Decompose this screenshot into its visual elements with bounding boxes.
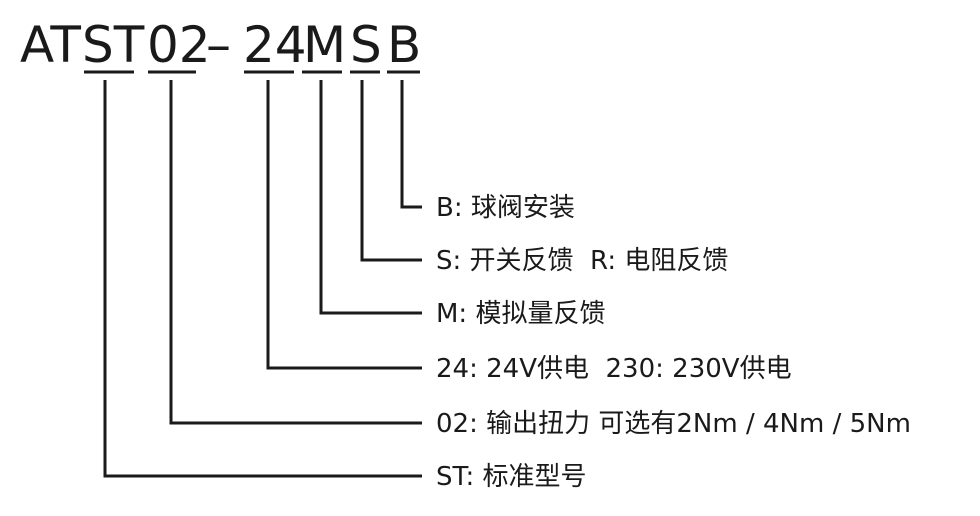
leader-voltage xyxy=(266,80,422,370)
code-segment-mounting: B xyxy=(387,16,421,74)
descriptions: B: 球阀安装 S: 开关反馈 R: 电阻反馈 M: 模拟量反馈 24: 24V… xyxy=(436,193,911,492)
description-mounting: B: 球阀安装 xyxy=(436,193,575,223)
model-code: AT ST 02 – 24 M S B xyxy=(20,16,421,74)
code-segment-series: ST xyxy=(82,16,145,74)
description-module: M: 模拟量反馈 xyxy=(436,299,605,329)
code-prefix: AT xyxy=(20,16,81,74)
leader-torque xyxy=(169,80,422,425)
code-segment-dash: – xyxy=(206,16,231,74)
description-series: ST: 标准型号 xyxy=(436,462,587,492)
leader-feedback xyxy=(360,80,422,262)
leader-lines xyxy=(103,80,422,478)
leader-module xyxy=(319,80,422,315)
code-segment-voltage: 24 xyxy=(243,16,307,74)
description-feedback: S: 开关反馈 R: 电阻反馈 xyxy=(436,246,728,276)
code-segment-torque: 02 xyxy=(147,16,211,74)
code-segment-module: M xyxy=(303,16,346,74)
code-segment-feedback: S xyxy=(350,16,382,74)
leader-series xyxy=(103,80,422,478)
description-voltage: 24: 24V供电 230: 230V供电 xyxy=(436,354,792,384)
leader-mounting xyxy=(400,80,422,209)
description-torque: 02: 输出扭力 可选有2Nm / 4Nm / 5Nm xyxy=(436,409,911,439)
